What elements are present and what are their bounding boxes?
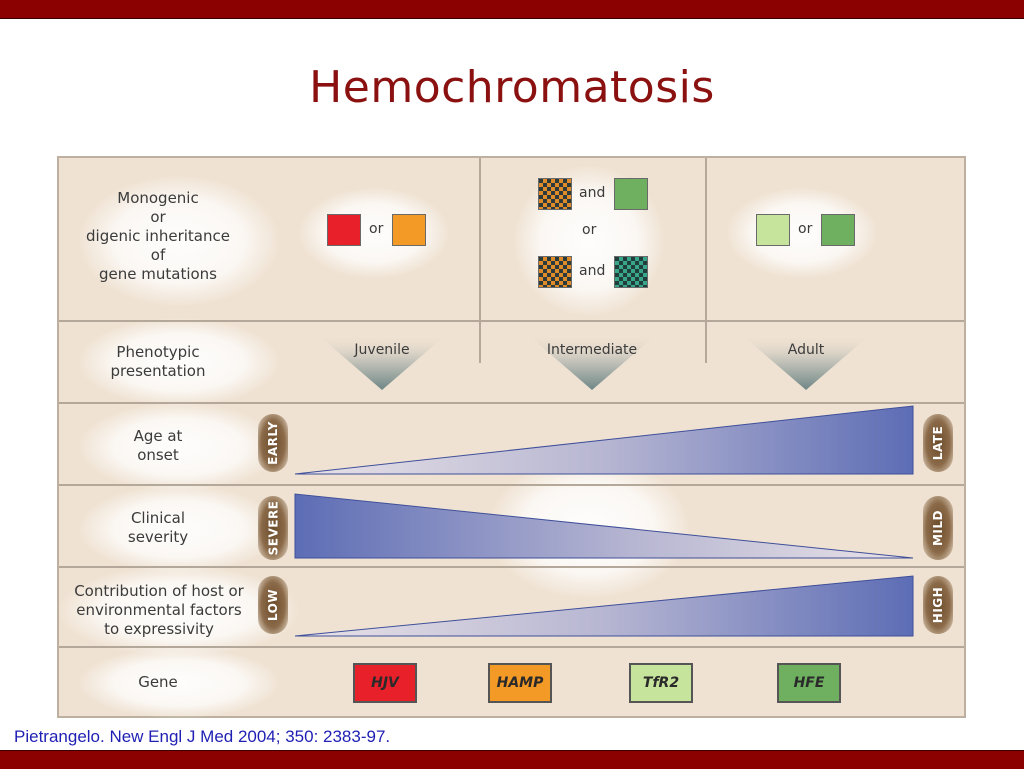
and-text: and <box>579 185 606 201</box>
column-divider <box>705 158 707 363</box>
inheritance-line: of <box>150 245 166 264</box>
row-divider <box>59 484 964 486</box>
scale-label-mild: MILD <box>923 496 953 560</box>
mild-text: MILD <box>931 509 946 547</box>
label-glow <box>79 403 279 491</box>
row-label-contribution: Contribution of host or environmental fa… <box>59 578 259 642</box>
severity-line: severity <box>127 528 189 546</box>
or-text: or <box>582 222 597 238</box>
row-divider <box>59 320 964 322</box>
phenotype-intermediate: Intermediate <box>546 342 638 358</box>
hemochromatosis-figure: Monogenic or digenic inheritance of gene… <box>57 156 966 718</box>
row-label-severity: Clinical severity <box>63 506 253 550</box>
row-divider <box>59 402 964 404</box>
inheritance-line: gene mutations <box>99 264 217 283</box>
contribution-line: Contribution of host or <box>74 581 244 600</box>
phenotypic-line: Phenotypic <box>116 343 200 361</box>
hfe-mutation-square <box>821 214 855 246</box>
tfr2-mutation-square <box>756 214 790 246</box>
gene-hjv: HJV <box>353 663 417 703</box>
gene-tfr2: TfR2 <box>629 663 693 703</box>
severity-line: Clinical <box>130 509 186 527</box>
gene-hfe: HFE <box>777 663 841 703</box>
scale-label-low: LOW <box>258 576 288 634</box>
row-divider <box>59 566 964 568</box>
severity-wedge <box>294 493 914 559</box>
age-line: Age at <box>133 427 183 445</box>
heterozygous-hamp-square <box>538 178 572 210</box>
bottom-banner <box>0 750 1024 769</box>
phenotypic-line: presentation <box>110 362 206 380</box>
label-glow <box>79 648 279 718</box>
phenotype-adult: Adult <box>787 342 825 358</box>
inheritance-line: digenic inheritance <box>86 226 230 245</box>
row-label-phenotypic: Phenotypic presentation <box>63 340 253 384</box>
scale-label-late: LATE <box>923 414 953 472</box>
row-label-age: Age at onset <box>63 424 253 468</box>
citation: Pietrangelo. New Engl J Med 2004; 350: 2… <box>14 727 391 746</box>
adult-funnel <box>741 334 871 390</box>
early-text: EARLY <box>266 421 281 465</box>
heterozygous-hfe-square <box>614 256 648 288</box>
inheritance-line: Monogenic <box>117 188 199 207</box>
label-glow <box>79 485 279 573</box>
hjv-mutation-square <box>327 214 361 246</box>
age-onset-wedge <box>294 405 914 475</box>
scale-label-high: HIGH <box>923 576 953 634</box>
row-label-inheritance: Monogenic or digenic inheritance of gene… <box>63 184 253 288</box>
contribution-line: environmental factors <box>76 600 242 619</box>
inheritance-line: or <box>150 207 166 226</box>
juvenile-funnel <box>317 334 447 390</box>
hamp-mutation-square <box>392 214 426 246</box>
label-glow <box>79 176 279 306</box>
or-text: or <box>369 221 384 237</box>
low-text: LOW <box>266 588 280 622</box>
contribution-wedge <box>294 575 914 637</box>
severe-text: SEVERE <box>266 500 281 556</box>
phenotype-juvenile: Juvenile <box>354 342 410 358</box>
top-banner <box>0 0 1024 19</box>
late-text: LATE <box>931 425 946 461</box>
intermediate-funnel <box>527 334 657 390</box>
label-glow <box>79 318 279 406</box>
high-text: HIGH <box>931 586 945 624</box>
age-line: onset <box>137 446 179 464</box>
contribution-line: to expressivity <box>104 619 214 638</box>
gene-hamp: HAMP <box>488 663 552 703</box>
figure-graphics <box>294 334 914 637</box>
or-text: or <box>798 221 813 237</box>
scale-label-early: EARLY <box>258 414 288 472</box>
row-label-gene: Gene <box>138 672 178 691</box>
and-text: and <box>579 263 606 279</box>
slide-title: Hemochromatosis <box>309 62 715 113</box>
column-divider <box>479 158 481 363</box>
scale-label-severe: SEVERE <box>258 496 288 560</box>
heterozygous-hamp-square <box>538 256 572 288</box>
hfe-mutation-square <box>614 178 648 210</box>
row-divider <box>59 646 964 648</box>
